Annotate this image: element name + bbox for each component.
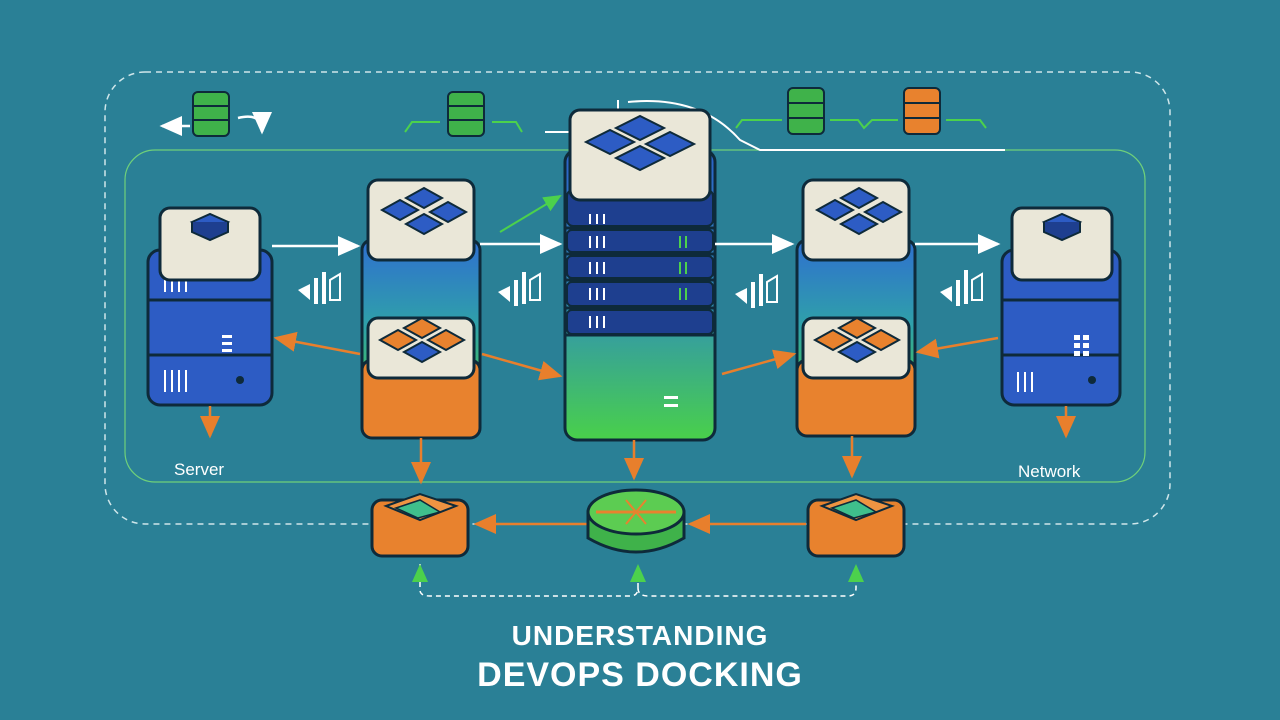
- top-mini-server-icon-4: [903, 87, 941, 135]
- server-stack-left: [146, 206, 274, 407]
- connector-glyph-3: [735, 274, 778, 308]
- network-label: Network: [1018, 462, 1081, 481]
- top-mini-server-icon-3: [787, 87, 825, 135]
- bottom-tile-left: [370, 492, 470, 558]
- top-mini-server-icon-2: [447, 91, 485, 137]
- server-stack-right: [1000, 206, 1122, 407]
- top-green-bracket-2: [404, 121, 523, 133]
- bottom-tile-center: [586, 488, 686, 554]
- top-mini-server-icon-1: [192, 91, 230, 137]
- connector-glyph-4: [940, 270, 983, 306]
- white-arrows: [272, 234, 1001, 256]
- container-stack-4: [795, 178, 917, 438]
- container-stack-2: [360, 178, 482, 440]
- server-label: Server: [174, 460, 225, 479]
- center-tower: [563, 108, 717, 442]
- connector-glyph-2: [498, 272, 541, 306]
- green-diagonal-arrow: [499, 194, 562, 233]
- green-return-arrowheads: [412, 564, 864, 582]
- green-return-paths: [419, 564, 857, 597]
- orange-arrows: [200, 331, 1076, 534]
- top-arrow-curve: [237, 111, 272, 135]
- title-line-2: DEVOPS DOCKING: [477, 656, 803, 694]
- title-line-1: UNDERSTANDING: [511, 620, 769, 651]
- connector-glyph-1: [298, 272, 341, 304]
- bottom-tile-right: [806, 492, 906, 558]
- top-green-bracket-3: [735, 119, 987, 130]
